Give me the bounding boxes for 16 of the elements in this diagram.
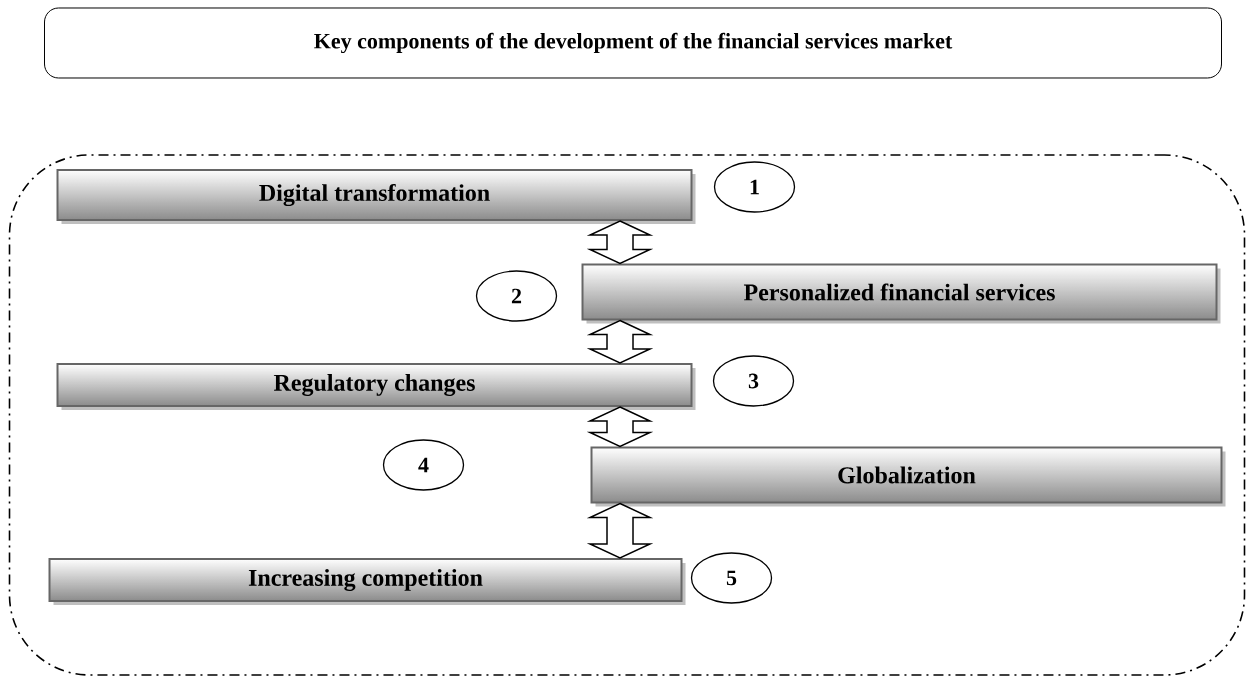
double-arrow (586, 406, 654, 448)
component-bar: Increasing competition (48, 558, 686, 605)
component-bar: Globalization (590, 446, 1226, 507)
number-oval: 5 (690, 552, 773, 604)
number-oval: 2 (475, 270, 558, 322)
double-arrow (586, 220, 654, 265)
number-oval: 1 (713, 161, 796, 213)
double-arrow (586, 319, 654, 364)
title-box: Key components of the development of the financial services market (44, 7, 1222, 79)
component-bar: Personalized financial services (581, 263, 1221, 324)
component-bar: Regulatory changes (56, 363, 696, 410)
number-oval: 4 (382, 439, 465, 491)
component-bar: Digital transformation (56, 169, 696, 224)
double-arrow (586, 502, 654, 559)
number-oval: 3 (712, 355, 795, 407)
dashed-frame (8, 154, 1246, 676)
